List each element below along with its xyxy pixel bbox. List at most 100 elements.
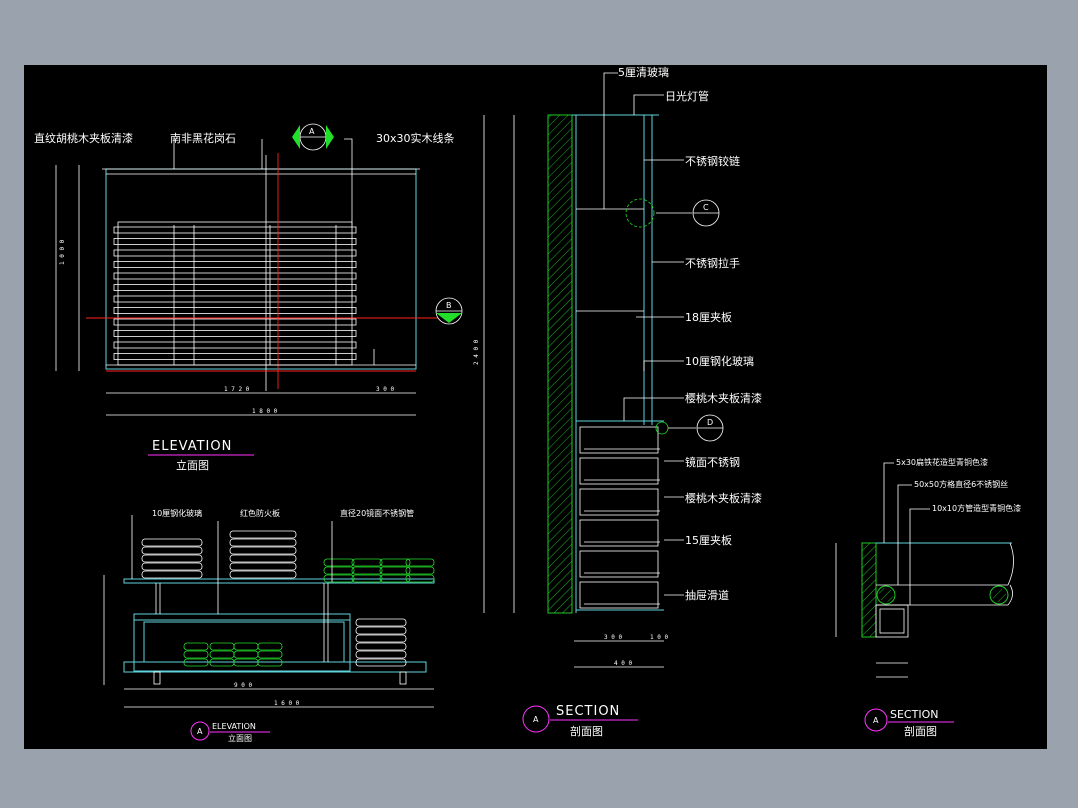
folded-garment (229, 546, 297, 555)
folded-garment (209, 642, 235, 651)
callout-steel-hinge: 不锈钢铰链 (685, 154, 740, 168)
section-mark-c: C (656, 199, 720, 227)
folded-garment (229, 570, 297, 579)
slat (113, 238, 357, 245)
callout-walnut-panel: 直纹胡桃木夹板清漆 (34, 131, 133, 145)
svg-text:A: A (197, 727, 203, 736)
table-title-cn: 立面图 (228, 733, 252, 743)
slat (113, 261, 357, 268)
drawer (579, 519, 659, 547)
folded-garment (141, 570, 203, 579)
callout-granite: 南非黑花岗石 (170, 132, 236, 145)
callout-wood-trim: 30x30实木线条 (376, 131, 455, 145)
callout-steel-wire: 50x50方格直径6不锈钢丝 (914, 479, 1008, 489)
callout-steel-tube: 直径20镜面不锈钢管 (340, 508, 414, 518)
folded-garment (183, 658, 209, 667)
folded-garment (229, 538, 297, 547)
svg-text:3 0 0: 3 0 0 (376, 386, 394, 393)
detail-badge (864, 708, 888, 732)
slat (113, 226, 357, 234)
elevation-table: 1 6 0 0 9 0 0 10厘钢化玻璃 红色防火板 直径20镜面不锈钢管 A… (103, 508, 435, 743)
slat (113, 341, 357, 349)
folded-garment (323, 574, 355, 583)
svg-text:1 7 2 0: 1 7 2 0 (224, 386, 250, 393)
slat (113, 307, 357, 314)
folded-garment (355, 626, 407, 635)
svg-text:1 0 0: 1 0 0 (650, 634, 668, 641)
elevation-title-en: ELEVATION (152, 439, 232, 454)
table-badge (190, 721, 210, 741)
svg-text:1 0 0 0: 1 0 0 0 (59, 239, 66, 265)
slat (113, 318, 357, 326)
folded-garment (379, 566, 411, 575)
svg-text:A: A (533, 715, 539, 724)
svg-text:3 0 0: 3 0 0 (604, 634, 622, 641)
folded-garment (257, 650, 283, 659)
svg-text:1 6 0 0: 1 6 0 0 (274, 700, 300, 707)
folded-garment (183, 642, 209, 651)
svg-text:D: D (707, 418, 713, 427)
callout-flat-iron: 5x30扁铁花造型青铜色漆 (896, 457, 988, 467)
folded-garment (355, 634, 407, 643)
drawer (579, 457, 659, 485)
callout-cherry-panel: 樱桃木夹板清漆 (685, 391, 762, 405)
detail-title-en: SECTION (890, 708, 938, 721)
section-title-cn: 剖面图 (570, 724, 603, 738)
svg-text:2 4 0 0: 2 4 0 0 (473, 339, 480, 365)
folded-garment (257, 658, 283, 667)
section-title-en: SECTION (556, 704, 620, 719)
callout-tempered-glass: 10厘钢化玻璃 (685, 354, 754, 368)
folded-garment (257, 642, 283, 651)
section-mark-d: D (668, 414, 724, 442)
folded-garment (233, 650, 259, 659)
table-title-en: ELEVATION (212, 722, 256, 731)
svg-text:C: C (703, 203, 709, 212)
folded-garment (379, 574, 411, 583)
wall-hatch (548, 115, 572, 613)
folded-garment (229, 530, 297, 539)
folded-garment (405, 558, 435, 567)
callout-drawer-slide: 抽屉滑道 (685, 588, 729, 602)
folded-garment (355, 650, 407, 659)
drawer (579, 488, 659, 516)
folded-garment (233, 642, 259, 651)
svg-text:A: A (873, 716, 879, 725)
slat (113, 249, 357, 257)
table-top-glass (123, 578, 435, 584)
slat (113, 272, 357, 280)
folded-garment (141, 546, 203, 555)
folded-garment (379, 558, 411, 567)
callout-steel-handle: 不锈钢拉手 (685, 256, 740, 270)
wood-slats (113, 226, 357, 360)
callout-fireproof-board: 红色防火板 (240, 508, 280, 518)
folded-garment (141, 538, 203, 547)
drawer (579, 550, 659, 578)
folded-garment (351, 566, 383, 575)
svg-text:4 0 0: 4 0 0 (614, 660, 632, 667)
drawer-stack (579, 426, 660, 609)
folded-garment (405, 574, 435, 583)
folded-garment (183, 650, 209, 659)
drawer (579, 426, 659, 454)
callout-cherry-panel-2: 樱桃木夹板清漆 (685, 491, 762, 505)
folded-garment (355, 658, 407, 667)
detail-title-cn: 剖面图 (904, 724, 937, 738)
callout-square-tube: 10x10方管造型青铜色漆 (932, 503, 1021, 513)
slat (113, 330, 357, 337)
svg-text:B: B (446, 301, 452, 310)
folded-garment (229, 554, 297, 563)
elevation-title-cn: 立面图 (176, 458, 209, 472)
folded-clothes (141, 530, 435, 667)
slat (113, 295, 357, 303)
folded-garment (229, 562, 297, 571)
elevation-main: 1 7 2 0 1 8 0 0 3 0 0 1 0 0 0 直纹胡桃木夹板清漆 … (34, 123, 463, 472)
folded-garment (141, 554, 203, 563)
folded-garment (355, 642, 407, 651)
section-mark-b: B (435, 297, 463, 325)
section-main: 2 4 0 0 3 0 0 1 0 0 4 0 0 5厘清玻璃 日光灯管 不锈钢… (473, 65, 762, 738)
slat (113, 284, 357, 291)
folded-garment (405, 566, 435, 575)
svg-text:1 8 0 0: 1 8 0 0 (252, 408, 278, 415)
drawing-sheet: 1 7 2 0 1 8 0 0 3 0 0 1 0 0 0 直纹胡桃木夹板清漆 … (24, 65, 1047, 749)
callout-mirror-steel: 镜面不锈钢 (685, 455, 740, 469)
